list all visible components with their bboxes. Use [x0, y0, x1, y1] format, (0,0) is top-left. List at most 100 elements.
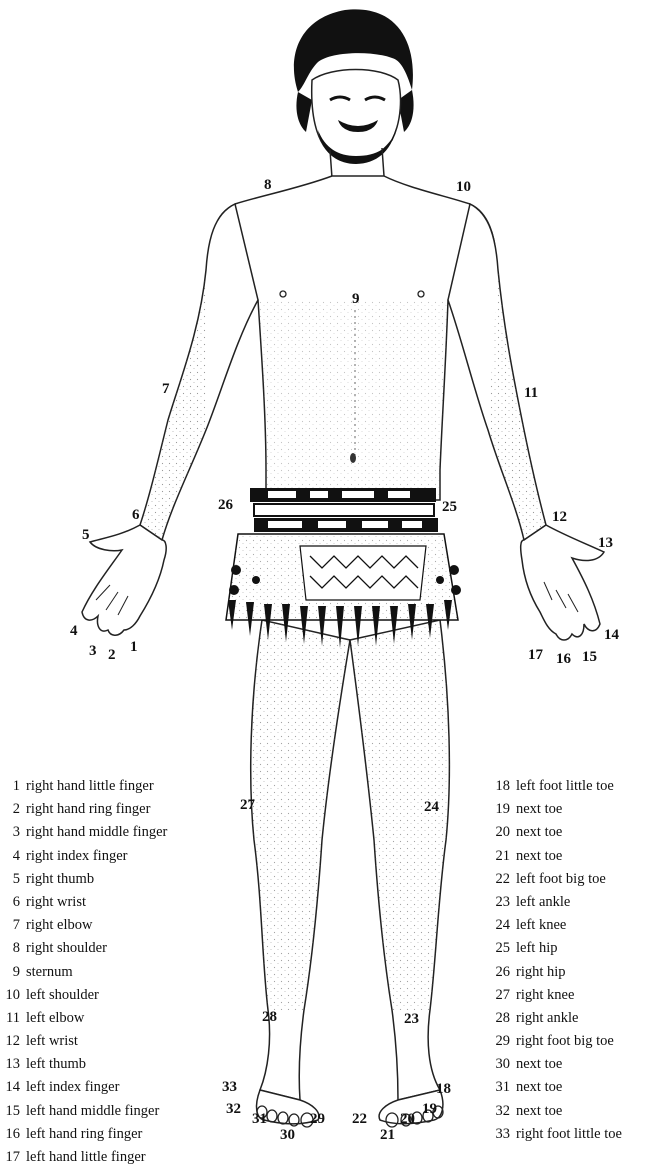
legend-label: sternum	[26, 964, 73, 980]
legend-label: next toe	[516, 1079, 562, 1095]
legend-item-22: 22 left foot big toe	[490, 868, 622, 891]
legend-label: left thumb	[26, 1056, 86, 1072]
legend-number: 29	[490, 1030, 510, 1053]
legend-label: left hand little finger	[26, 1149, 146, 1165]
legend-label: right hand ring finger	[26, 801, 150, 817]
legend-number: 24	[490, 914, 510, 937]
legend-number: 5	[0, 868, 20, 891]
marker-20: 20	[400, 1112, 415, 1127]
marker-9: 9	[352, 292, 360, 307]
marker-23: 23	[404, 1012, 419, 1027]
marker-2: 2	[108, 648, 116, 663]
legend-number: 13	[0, 1053, 20, 1076]
legend-item-25: 25 left hip	[490, 937, 622, 960]
legend-label: left shoulder	[26, 987, 99, 1003]
legend-number: 2	[0, 798, 20, 821]
marker-33: 33	[222, 1080, 237, 1095]
legend-label: next toe	[516, 1103, 562, 1119]
legend-number: 8	[0, 937, 20, 960]
legend-item-29: 29right foot big toe	[490, 1030, 622, 1053]
legend-number: 9	[0, 961, 20, 984]
marker-31: 31	[252, 1112, 267, 1127]
legend-number: 11	[0, 1007, 20, 1030]
legend-label: left index finger	[26, 1079, 119, 1095]
legend-label: left elbow	[26, 1010, 84, 1026]
legend-item-30: 30 next toe	[490, 1053, 622, 1076]
legend-label: right foot little toe	[516, 1126, 622, 1142]
marker-26: 26	[218, 498, 233, 513]
marker-21: 21	[380, 1128, 395, 1143]
marker-11: 11	[524, 386, 538, 401]
marker-27: 27	[240, 798, 255, 813]
legend-item-27: 27 right knee	[490, 984, 622, 1007]
legend-label: right thumb	[26, 871, 94, 887]
legend-number: 19	[490, 798, 510, 821]
marker-18: 18	[436, 1082, 451, 1097]
legend-label: right hip	[516, 964, 566, 980]
legend-number: 16	[0, 1123, 20, 1146]
legend-number: 27	[490, 984, 510, 1007]
legend-number: 25	[490, 937, 510, 960]
legend-label: left foot big toe	[516, 871, 606, 887]
legend-item-6: 6 right wrist	[0, 891, 167, 914]
legend-number: 26	[490, 961, 510, 984]
legend-item-5: 5 right thumb	[0, 868, 167, 891]
marker-19: 19	[422, 1102, 437, 1117]
marker-7: 7	[162, 382, 170, 397]
legend-item-33: 33 right foot little toe	[490, 1123, 622, 1146]
marker-28: 28	[262, 1010, 277, 1025]
legend-number: 1	[0, 775, 20, 798]
legend-number: 6	[0, 891, 20, 914]
legend-label: right wrist	[26, 894, 86, 910]
legend-number: 14	[0, 1076, 20, 1099]
legend-label: left wrist	[26, 1033, 78, 1049]
legend-number: 22	[490, 868, 510, 891]
legend-number: 4	[0, 845, 20, 868]
legend-label: right elbow	[26, 917, 92, 933]
legend-label: right knee	[516, 987, 574, 1003]
legend-label: right hand middle finger	[26, 824, 167, 840]
right-hand	[82, 525, 166, 635]
marker-4: 4	[70, 624, 78, 639]
legend-number: 18	[490, 775, 510, 798]
legend-item-26: 26 right hip	[490, 961, 622, 984]
legend-number: 33	[490, 1123, 510, 1146]
legend-number: 20	[490, 821, 510, 844]
marker-30: 30	[280, 1128, 295, 1143]
legend-label: left hip	[516, 940, 557, 956]
marker-1: 1	[130, 640, 138, 655]
marker-10: 10	[456, 180, 471, 195]
legend-number: 28	[490, 1007, 510, 1030]
legend-label: left ankle	[516, 894, 570, 910]
marker-15: 15	[582, 650, 597, 665]
marker-32: 32	[226, 1102, 241, 1117]
legend-number: 10	[0, 984, 20, 1007]
legend-number: 3	[0, 821, 20, 844]
legend-item-10: 10 left shoulder	[0, 984, 167, 1007]
legend-label: left hand ring finger	[26, 1126, 142, 1142]
legend-item-9: 9 sternum	[0, 961, 167, 984]
marker-13: 13	[598, 536, 613, 551]
marker-12: 12	[552, 510, 567, 525]
legend-number: 30	[490, 1053, 510, 1076]
marker-16: 16	[556, 652, 571, 667]
marker-8: 8	[264, 178, 272, 193]
legend-label: next toe	[516, 1056, 562, 1072]
legend-item-14: 14 left index finger	[0, 1076, 167, 1099]
marker-25: 25	[442, 500, 457, 515]
marker-29: 29	[310, 1112, 325, 1127]
